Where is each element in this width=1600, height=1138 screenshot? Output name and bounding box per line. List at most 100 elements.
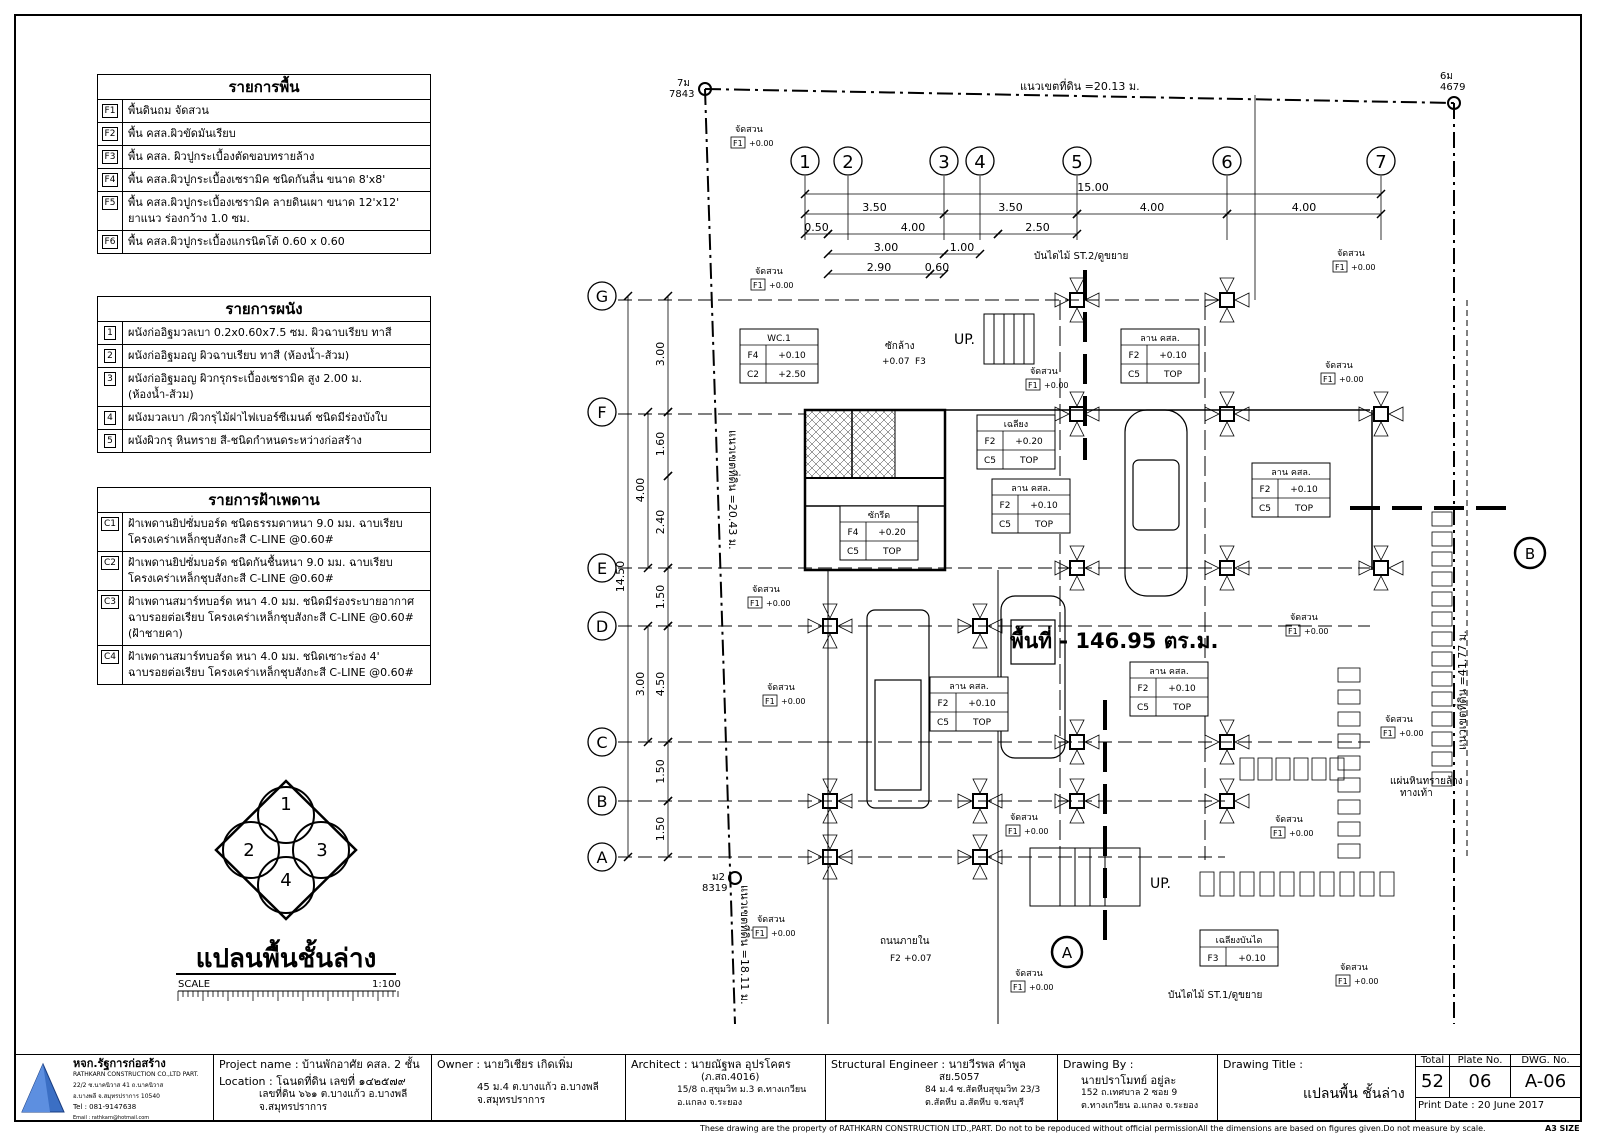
key-number: 2 bbox=[243, 840, 254, 861]
stepping-stone bbox=[1337, 777, 1361, 793]
wall-legend-text: ผนังมวลเบา /ผิวกรุไม้ฝาไฟเบอร์ซีเมนต์ ชน… bbox=[123, 407, 430, 429]
drawing-title-label: Drawing Title : bbox=[1223, 1058, 1304, 1071]
garden-level: +0.00 bbox=[766, 599, 791, 608]
drawn-by-address: ต.ทางเกวียน อ.แกลง จ.ระยอง bbox=[1081, 1101, 1199, 1111]
dimension-text: 1.50 bbox=[654, 585, 667, 610]
garden-floor-code: F1 bbox=[1335, 263, 1345, 272]
ceiling-legend-text-line: (ฝ้าชายคา) bbox=[128, 627, 183, 640]
stepping-stone bbox=[1257, 757, 1273, 781]
floor-legend-text-line: พื้น คสล.ผิวปูกระเบื้องเซรามิค ลายดินเผา… bbox=[128, 196, 400, 209]
garden-name: จัดสวน bbox=[757, 915, 785, 925]
dimension-text: 3.50 bbox=[862, 201, 887, 214]
stepping-stone bbox=[1279, 871, 1295, 897]
stepping-stone bbox=[1337, 733, 1361, 749]
stepping-stone bbox=[1293, 757, 1309, 781]
footer-note: These drawing are the property of RATHKA… bbox=[700, 1124, 1486, 1133]
wall-legend-text: ผนังก่ออิฐมอญ ผิวฉาบเรียบ ทาสี (ห้องน้ำ-… bbox=[123, 345, 430, 367]
stair-bottom bbox=[1029, 847, 1141, 907]
room-level: +0.07 bbox=[904, 954, 932, 964]
floor-legend-text-line: พื้น คสล.ผิวปูกระเบื้องแกรนิตโต้ 0.60 x … bbox=[128, 235, 345, 248]
stepping-stones bbox=[1199, 511, 1453, 897]
ceiling-legend-text-line: โครงเคร่าเหล็กชุบสังกะสี C-LINE @0.60# bbox=[128, 533, 334, 546]
garden-level: +0.00 bbox=[1354, 977, 1379, 986]
wall-legend-text-line: ผนังก่ออิฐมวลเบา 0.2x0.60x7.5 ซม. ผิวฉาบ… bbox=[128, 326, 392, 339]
column-marker-arrow bbox=[1204, 719, 1250, 765]
garden-name: จัดสวน bbox=[767, 683, 795, 693]
property-boundary bbox=[704, 88, 1455, 1025]
floor-legend-row: F5 พื้น คสล.ผิวปูกระเบื้องเซรามิค ลายดินเ… bbox=[98, 192, 430, 231]
dimension-tick bbox=[975, 249, 985, 259]
stepping-stone bbox=[1299, 871, 1315, 897]
stepping-stone bbox=[1319, 871, 1335, 897]
location-label: Location : bbox=[219, 1075, 273, 1088]
structural-engineer-address: 84 ม.4 ซ.สัตหีบสุขุมวิท 23/3 bbox=[925, 1085, 1041, 1095]
svg-text:B: B bbox=[1525, 545, 1535, 563]
dimension-text: 1.60 bbox=[654, 432, 667, 457]
grid-row-bubble bbox=[587, 553, 617, 583]
room-floor-code: F2 bbox=[938, 699, 949, 709]
room-name: ลาน คสล. bbox=[949, 682, 988, 692]
stepping-stone bbox=[1431, 511, 1453, 527]
garden-name: จัดสวน bbox=[1385, 715, 1413, 725]
room-name: เฉลียง bbox=[1004, 419, 1028, 430]
room-ceiling-height: TOP bbox=[1172, 703, 1192, 713]
stepping-stone bbox=[1431, 651, 1453, 667]
floor-legend-text: พื้น คสล.ผิวปูกระเบื้องแกรนิตโต้ 0.60 x … bbox=[123, 231, 430, 253]
garden-name: จัดสวน bbox=[735, 125, 763, 135]
grid-column-label: 6 bbox=[1221, 152, 1232, 173]
garden-floor-code: F1 bbox=[1323, 375, 1333, 384]
room-name: ลาน คสล. bbox=[1149, 667, 1188, 677]
structural-engineer-value: นายวีรพล คำพูล bbox=[948, 1058, 1026, 1071]
dimension-tick bbox=[663, 471, 673, 481]
floor-legend-text: พื้น คสล. ผิวปูกระเบื้องตัดขอบทรายล้าง bbox=[123, 146, 430, 168]
print-date: Print Date : 20 June 2017 bbox=[1418, 1100, 1545, 1111]
garden-level: +0.00 bbox=[1024, 827, 1049, 836]
column-marker bbox=[1069, 406, 1085, 422]
drawing-title-cell: Drawing Title : แปลนพื้น ชั้นล่าง bbox=[1218, 1055, 1416, 1121]
garden-floor-code: F1 bbox=[1338, 977, 1348, 986]
stepping-stone bbox=[1337, 821, 1361, 837]
room-name: ซักล้าง bbox=[885, 340, 915, 352]
floor-legend-code: F5 bbox=[98, 192, 123, 230]
grid-row-label: B bbox=[597, 792, 608, 811]
peg-code: 8319 bbox=[702, 883, 727, 894]
garden-level: +0.00 bbox=[769, 281, 794, 290]
grid-column-bubble bbox=[1212, 146, 1242, 176]
room-name: ลาน คสล. bbox=[1271, 468, 1310, 478]
column-marker-arrow bbox=[1204, 545, 1250, 591]
floor-legend-code: F3 bbox=[98, 146, 123, 168]
garden-floor-code: F1 bbox=[753, 281, 763, 290]
garden-level: +0.00 bbox=[1289, 829, 1314, 838]
room-ceiling-code: C5 bbox=[999, 520, 1011, 530]
garden-level: +0.00 bbox=[1339, 375, 1364, 384]
ceiling-legend-text-line: ฝ้าเพดานยิปซั่มบอร์ด ชนิดธรรมดาหนา 9.0 ม… bbox=[128, 517, 403, 530]
owner-address: 45 ม.4 ต.บางแก้ว อ.บางพลี bbox=[477, 1082, 599, 1093]
company-cell: หจก.รัฐการก่อสร้าง RATHKARN CONSTRUCTION… bbox=[16, 1055, 214, 1121]
project-cell: Project name : บ้านพักอาศัย คสล. 2 ชั้น … bbox=[214, 1055, 432, 1121]
company-address: 22/2 ซ.นาคนิวาส 41 ถ.นาคนิวาส bbox=[73, 1082, 164, 1089]
key-number: 1 bbox=[280, 794, 291, 815]
column-marker-arrow bbox=[1054, 778, 1100, 824]
garden-name: จัดสวน bbox=[1015, 969, 1043, 979]
dimension-tick bbox=[800, 189, 810, 199]
sheet-size: A3 SIZE bbox=[1545, 1124, 1580, 1133]
dimension-text: 2.40 bbox=[654, 510, 667, 535]
column-marker-arrow bbox=[1054, 277, 1100, 323]
annotation-stair-bottom: บันไดไม้ ST.1/ดูขยาย bbox=[1168, 989, 1262, 1001]
grid-row-label: G bbox=[596, 287, 608, 306]
column-marker bbox=[1219, 406, 1235, 422]
